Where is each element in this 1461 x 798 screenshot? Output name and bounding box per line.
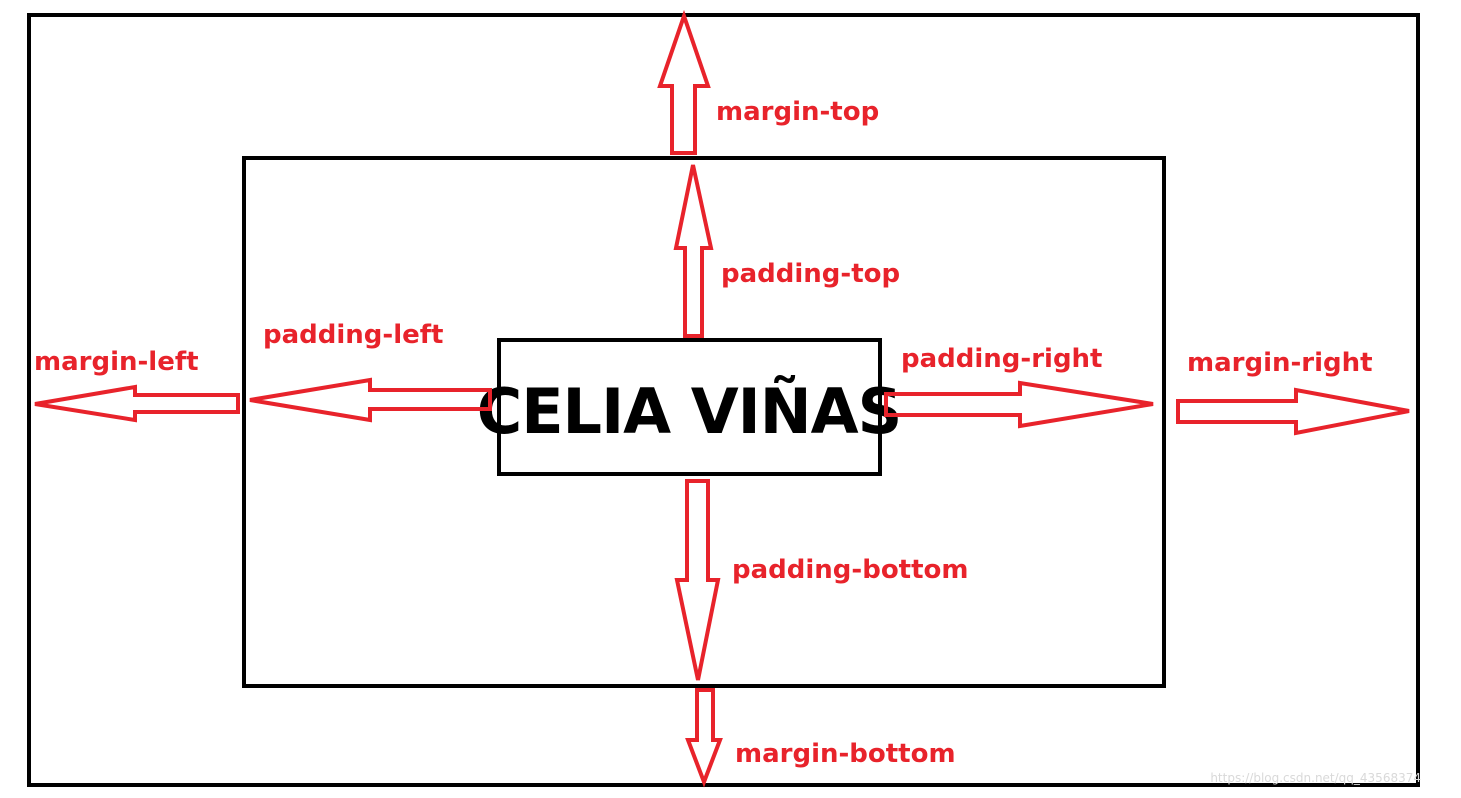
padding-left-label: padding-left	[263, 320, 444, 350]
margin-bottom-arrow	[685, 688, 723, 788]
margin-bottom-label: margin-bottom	[735, 739, 956, 769]
padding-box-border	[242, 156, 1166, 688]
padding-top-arrow	[673, 164, 714, 338]
content-box-border	[497, 338, 882, 476]
padding-left-arrow	[249, 377, 492, 423]
margin-top-arrow	[657, 9, 711, 155]
margin-right-label: margin-right	[1187, 348, 1373, 378]
content-text: CELIA VIÑAS	[477, 375, 902, 448]
padding-right-label: padding-right	[901, 344, 1103, 374]
margin-left-label: margin-left	[34, 347, 199, 377]
padding-top-label: padding-top	[721, 259, 900, 289]
padding-bottom-arrow	[674, 479, 721, 681]
watermark-text: https://blog.csdn.net/qq_43568374	[1210, 771, 1421, 785]
margin-left-arrow	[34, 384, 240, 423]
margin-top-label: margin-top	[716, 97, 879, 127]
margin-box-border	[27, 13, 1420, 787]
margin-right-arrow	[1176, 387, 1410, 436]
padding-bottom-label: padding-bottom	[732, 555, 969, 585]
padding-right-arrow	[884, 380, 1154, 429]
